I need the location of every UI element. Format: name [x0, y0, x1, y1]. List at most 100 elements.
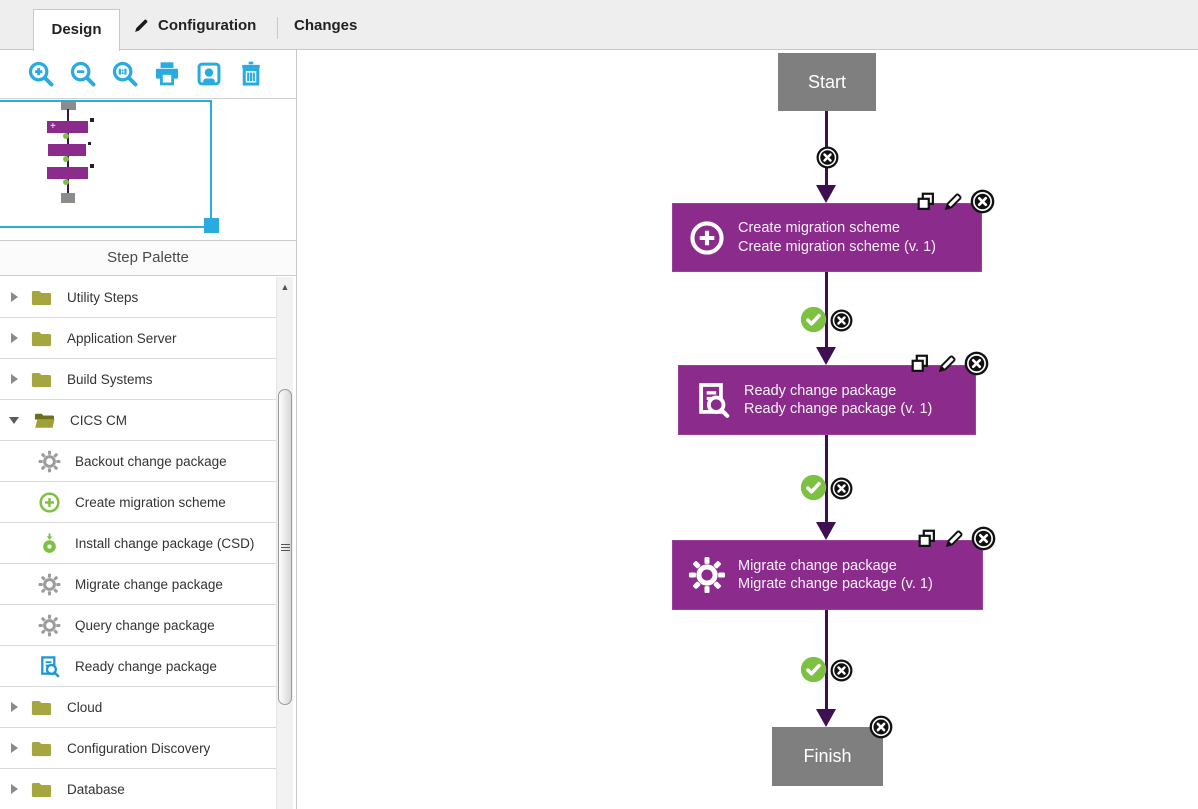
remove-connection-icon[interactable]: [829, 308, 854, 333]
gear-icon: [688, 556, 726, 594]
gear-icon: [38, 613, 61, 637]
palette-step-ready-change-package[interactable]: Ready change package: [0, 646, 276, 687]
palette-group-build-systems[interactable]: Build Systems: [0, 359, 276, 400]
scrollbar-thumb[interactable]: [278, 389, 292, 705]
palette-group-cloud[interactable]: Cloud: [0, 687, 276, 728]
palette-step-label: Create migration scheme: [75, 494, 226, 510]
step-node-create-migration-scheme[interactable]: Create migration scheme Create migration…: [672, 188, 996, 272]
caret-right-icon[interactable]: [11, 333, 18, 343]
doc-search-icon: [41, 655, 60, 677]
palette-group-label: Cloud: [67, 699, 103, 715]
caret-right-icon[interactable]: [11, 292, 18, 302]
minimap-step: +: [47, 121, 88, 133]
minimap-step: [48, 144, 86, 156]
palette-step-create-migration-scheme[interactable]: Create migration scheme: [0, 482, 276, 523]
minimap-status-dot: [63, 179, 69, 185]
pencil-icon: [135, 19, 148, 32]
palette-group-label: Build Systems: [67, 371, 153, 387]
success-condition-icon[interactable]: [800, 306, 827, 333]
step-title: Migrate change package: [738, 557, 897, 574]
minimap[interactable]: +: [0, 99, 296, 240]
step-palette-list: Utility Steps Application Server Build S…: [0, 277, 276, 809]
caret-right-icon[interactable]: [11, 743, 18, 753]
success-condition-icon[interactable]: [800, 656, 827, 683]
zoom-fit-icon[interactable]: [111, 60, 139, 88]
edit-step-icon[interactable]: [943, 528, 965, 550]
connector-arrowhead: [816, 185, 836, 203]
minimap-finish-node: [61, 193, 75, 203]
caret-right-icon[interactable]: [11, 702, 18, 712]
edit-step-icon[interactable]: [942, 191, 964, 213]
minimap-resize-handle[interactable]: [204, 218, 219, 233]
minimap-step: [47, 167, 88, 179]
palette-step-query-change-package[interactable]: Query change package: [0, 605, 276, 646]
step-version: Migrate change package (v. 1): [738, 576, 933, 592]
folder-icon: [31, 372, 52, 387]
step-version: Create migration scheme (v. 1): [738, 238, 936, 255]
tab-separator: [277, 17, 278, 39]
palette-group-cics-cm[interactable]: CICS CM: [0, 400, 276, 441]
tab-design[interactable]: Design: [33, 9, 120, 51]
folder-icon: [31, 700, 52, 715]
connector-line: [825, 434, 828, 522]
copy-step-icon[interactable]: [916, 528, 938, 550]
delete-step-icon[interactable]: [963, 350, 990, 377]
remove-connection-icon[interactable]: [829, 476, 854, 501]
copy-step-icon[interactable]: [915, 191, 937, 213]
folder-icon: [31, 290, 52, 305]
scrollbar-grip: [280, 549, 290, 551]
plus-circle-icon: [688, 219, 726, 257]
print-icon[interactable]: [153, 60, 181, 88]
minimap-viewport[interactable]: [0, 100, 212, 228]
palette-step-backout-change-package[interactable]: Backout change package: [0, 441, 276, 482]
caret-right-icon[interactable]: [11, 374, 18, 384]
palette-step-label: Query change package: [75, 617, 215, 633]
delete-step-icon[interactable]: [970, 525, 997, 552]
remove-connection-icon[interactable]: [829, 658, 854, 683]
connector-line: [825, 271, 828, 347]
tab-changes[interactable]: Changes: [294, 0, 357, 50]
palette-step-install-change-package-csd[interactable]: Install change package (CSD): [0, 523, 276, 564]
palette-group-label: Configuration Discovery: [67, 740, 211, 756]
scrollbar-up-arrow[interactable]: ▲: [280, 282, 290, 292]
trash-icon[interactable]: [237, 60, 265, 88]
minimap-speck: [90, 164, 94, 168]
step-node-migrate-change-package[interactable]: Migrate change package Migrate change pa…: [672, 525, 997, 610]
palette-step-migrate-change-package[interactable]: Migrate change package: [0, 564, 276, 605]
palette-scrollbar[interactable]: ▲: [276, 277, 293, 809]
export-image-icon[interactable]: [195, 60, 223, 88]
palette-group-database[interactable]: Database: [0, 769, 276, 809]
delete-node-icon[interactable]: [868, 714, 894, 740]
tab-configuration[interactable]: Configuration: [133, 0, 256, 50]
remove-connection-icon[interactable]: [815, 145, 840, 170]
connector-arrowhead: [816, 522, 836, 540]
palette-group-configuration-discovery[interactable]: Configuration Discovery: [0, 728, 276, 769]
zoom-in-icon[interactable]: [27, 60, 55, 88]
delete-step-icon[interactable]: [969, 188, 996, 215]
palette-group-application-server[interactable]: Application Server: [0, 318, 276, 359]
gear-icon: [38, 449, 61, 473]
scrollbar-grip: [280, 543, 290, 545]
copy-step-icon[interactable]: [909, 353, 931, 375]
minimap-start-node: [61, 100, 76, 110]
canvas-toolbar: [0, 50, 296, 99]
step-node-ready-change-package[interactable]: Ready change package Ready change packag…: [678, 350, 990, 435]
finish-label: Finish: [803, 746, 852, 766]
start-node[interactable]: Start: [778, 53, 876, 111]
caret-right-icon[interactable]: [11, 784, 18, 794]
palette-title: Step Palette: [0, 240, 296, 276]
palette-step-label: Install change package (CSD): [75, 535, 255, 551]
step-title: Create migration scheme: [738, 220, 900, 236]
edit-step-icon[interactable]: [936, 353, 958, 375]
palette-group-label: CICS CM: [70, 412, 127, 428]
tab-changes-label: Changes: [294, 16, 358, 34]
palette-step-label: Ready change package: [75, 658, 217, 674]
success-condition-icon[interactable]: [800, 474, 827, 501]
finish-node[interactable]: Finish: [772, 714, 894, 786]
palette-group-utility-steps[interactable]: Utility Steps: [0, 277, 276, 318]
caret-down-icon[interactable]: [9, 416, 19, 424]
minimap-status-dot: [63, 156, 69, 162]
folder-icon: [31, 782, 52, 797]
workflow-canvas[interactable]: Start Create migration scheme Create mig…: [297, 51, 1198, 809]
zoom-out-icon[interactable]: [69, 60, 97, 88]
